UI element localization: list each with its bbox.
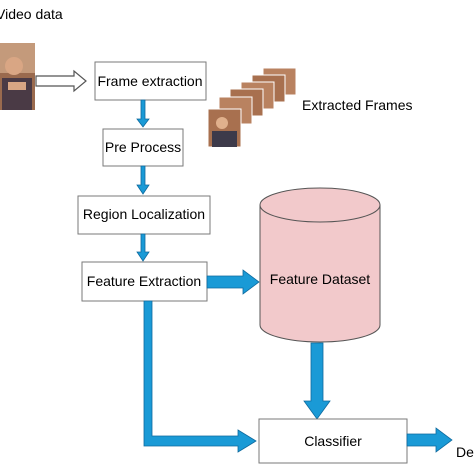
arrow-feature-to-dataset <box>206 269 260 295</box>
feature-extraction-label: Feature Extraction <box>87 273 201 289</box>
classifier-box <box>258 418 408 464</box>
arrow-dataset-to-classifier <box>303 342 331 420</box>
arrow-classifier-to-decision <box>406 427 453 453</box>
classifier-label: Classifier <box>304 433 362 449</box>
extracted-frames-stack <box>207 67 297 148</box>
frame-extraction-box <box>94 61 207 101</box>
pre-process-box <box>102 128 184 167</box>
pre-process-label: Pre Process <box>105 139 181 155</box>
region-localization-box <box>77 195 211 235</box>
decision-label: Decision <box>456 444 474 460</box>
arrow-region-to-feature <box>136 233 150 262</box>
feature-dataset-cylinder <box>259 187 381 343</box>
video-to-frame-arrow <box>35 69 87 93</box>
feature-extraction-box <box>81 261 208 302</box>
arrow-preprocess-to-region <box>136 165 150 195</box>
feature-dataset-label: Feature Dataset <box>270 271 370 287</box>
video-thumbnail <box>0 43 35 110</box>
video-data-label: Video data <box>0 6 63 22</box>
arrow-frame-to-preprocess <box>136 99 150 128</box>
region-localization-label: Region Localization <box>83 206 205 222</box>
arrow-feature-to-classifier <box>143 300 257 453</box>
extracted-frames-label: Extracted Frames <box>302 97 413 113</box>
frame-extraction-label: Frame extraction <box>97 73 202 89</box>
